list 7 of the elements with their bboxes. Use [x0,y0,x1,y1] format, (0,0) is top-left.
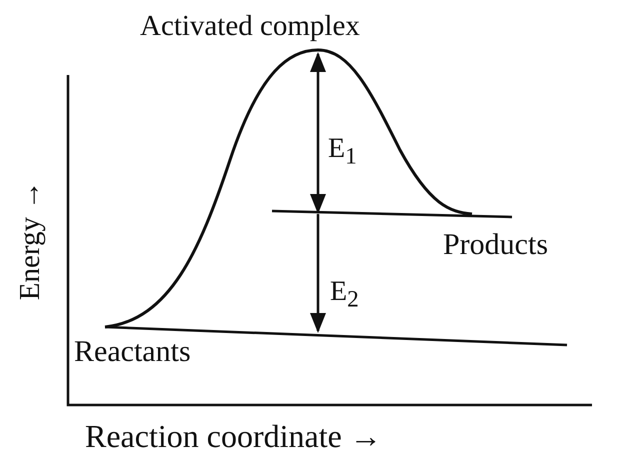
peak-label: Activated complex [140,12,360,41]
energy-symbol: E$_{1}$ [328,135,357,169]
axis-title: Reaction coordinate → [85,420,382,452]
energy-symbol: E$_{2}$ [330,278,359,312]
level-label: Products [443,230,548,260]
level-label: Reactants [74,337,191,367]
axis-title: Energy → [16,180,45,300]
